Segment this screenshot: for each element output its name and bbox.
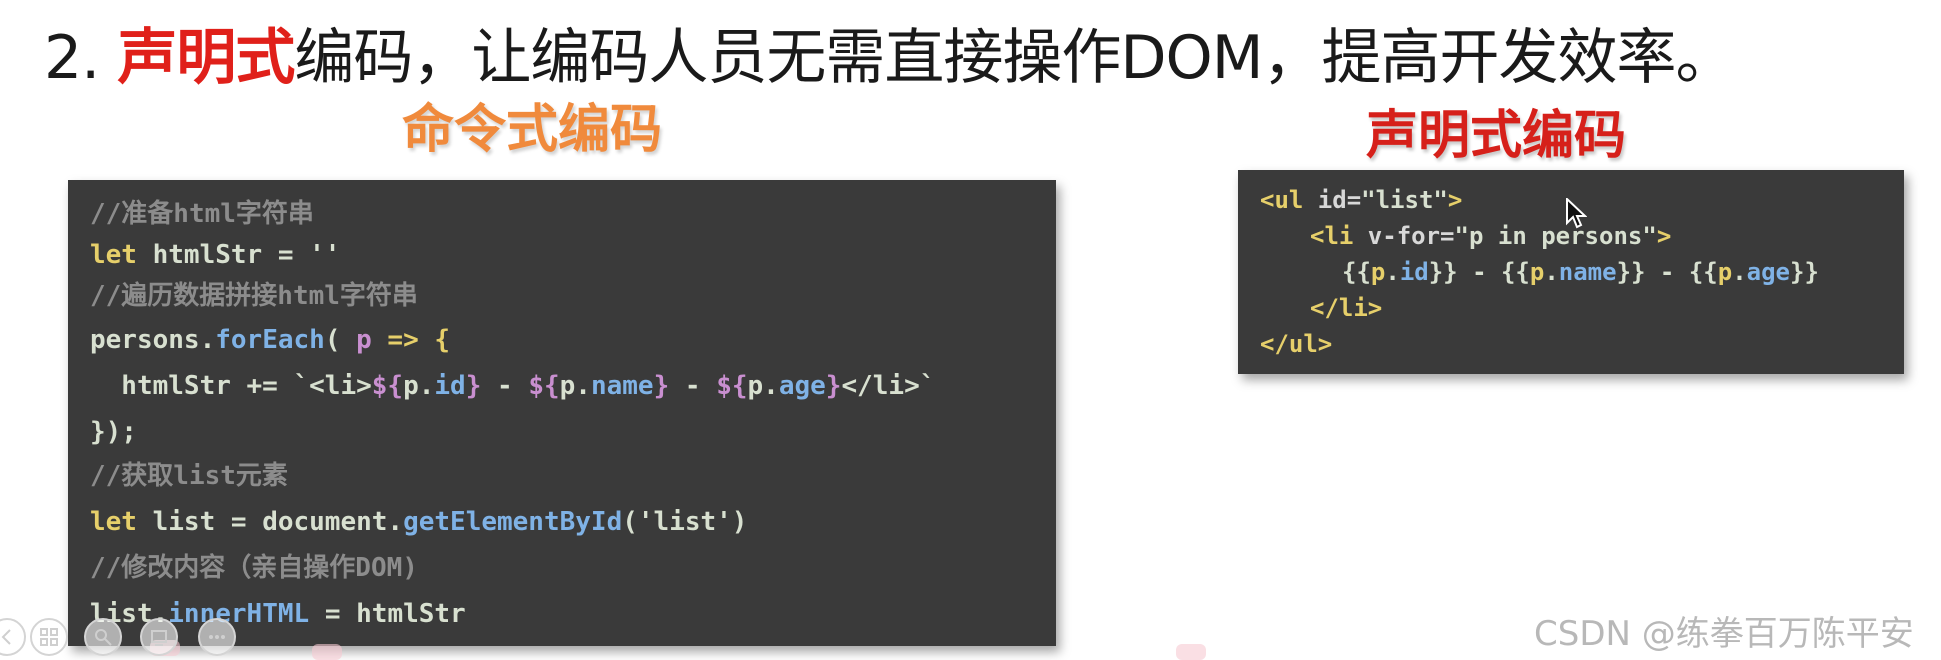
code-token: }} - {{ — [1428, 258, 1530, 286]
code-comment: //准备html字符串 — [90, 199, 314, 229]
code-token: } — [825, 371, 842, 401]
imperative-subtitle: 命令式编码 — [402, 100, 663, 160]
code-token: p — [356, 325, 372, 355]
code-line: let htmlStr = '' — [90, 235, 340, 275]
code-line: {{p.id}} - {{p.name}} - {{p.age}} — [1342, 254, 1819, 290]
code-token: . — [1732, 258, 1747, 286]
code-token: p. — [559, 371, 591, 401]
grid-icon[interactable] — [30, 618, 68, 656]
code-token: innerHTML — [168, 599, 310, 629]
code-token: age — [1746, 258, 1790, 286]
code-token: name — [590, 371, 654, 401]
code-token: </li>` — [841, 371, 936, 401]
slides-icon[interactable] — [140, 618, 178, 656]
code-token: - — [481, 371, 529, 401]
code-token: } — [653, 371, 670, 401]
declarative-subtitle: 声明式编码 — [1366, 106, 1627, 166]
code-token: . — [1385, 258, 1400, 286]
csdn-watermark: CSDN @练拳百万陈平安 — [1534, 614, 1914, 654]
more-icon[interactable] — [198, 618, 236, 656]
code-token: p. — [747, 371, 779, 401]
code-token: }} - {{ — [1616, 258, 1718, 286]
code-token: ${ — [528, 371, 560, 401]
code-token: - — [669, 371, 717, 401]
zoom-icon[interactable] — [84, 618, 122, 656]
code-line: htmlStr += `<li>${p.id} - ${p.name} - ${… — [90, 366, 935, 406]
mouse-pointer-icon — [1566, 198, 1587, 229]
heading-rest: 编码，让编码人员无需直接操作DOM，提高开发效率。 — [294, 23, 1735, 93]
code-token: persons. — [90, 325, 216, 355]
code-token: "p in persons" — [1454, 222, 1657, 250]
code-token: htmlStr += `<li> — [90, 371, 372, 401]
code-line: <li v-for="p in persons"> — [1310, 218, 1671, 254]
code-token: {{ — [1342, 258, 1371, 286]
code-token: forEach — [215, 325, 325, 355]
code-comment: //获取list元素 — [90, 461, 288, 491]
previous-icon[interactable] — [0, 618, 26, 656]
code-token: > — [1447, 186, 1463, 214]
code-comment: //修改内容（亲自操作DOM) — [90, 553, 418, 583]
code-token: ('list') — [622, 507, 748, 537]
code-token: age — [778, 371, 826, 401]
code-token: <li — [1310, 222, 1354, 250]
code-comment: //遍历数据拼接html字符串 — [90, 281, 418, 311]
code-token: }} — [1790, 258, 1819, 286]
code-token: id — [1399, 258, 1429, 286]
decorative-mark — [1176, 644, 1206, 660]
heading-highlight: 声明式 — [117, 23, 295, 93]
code-token: => { — [371, 325, 451, 355]
code-line: persons.forEach( p => { — [90, 320, 450, 360]
code-line: <ul id="list"> — [1260, 182, 1462, 218]
code-token: <ul — [1260, 186, 1304, 214]
code-line: }); — [90, 417, 137, 447]
code-line: let list = document.getElementById('list… — [90, 502, 747, 542]
code-token: name — [1558, 258, 1617, 286]
decorative-mark — [312, 644, 342, 660]
code-token: ${ — [716, 371, 748, 401]
code-token: let — [90, 507, 137, 537]
code-token: p. — [403, 371, 435, 401]
code-token: id= — [1303, 186, 1362, 214]
code-token: = htmlStr — [309, 599, 466, 629]
code-token: list = document. — [136, 507, 404, 537]
imperative-code-block: //准备html字符串 let htmlStr = '' //遍历数据拼接htm… — [68, 180, 1056, 646]
code-token: . — [1544, 258, 1559, 286]
code-line: </ul> — [1260, 330, 1333, 358]
code-token: p — [1717, 258, 1733, 286]
code-token: ( — [324, 325, 357, 355]
code-token: ${ — [371, 371, 404, 401]
code-token: getElementById — [403, 507, 623, 537]
code-token: v-for= — [1353, 222, 1455, 250]
code-token: "list" — [1361, 186, 1448, 214]
heading-prefix: 2. — [44, 23, 118, 93]
code-token: id — [434, 371, 466, 401]
code-token: p — [1529, 258, 1545, 286]
code-token: let — [90, 240, 137, 270]
code-token: } — [465, 371, 482, 401]
code-token: htmlStr = '' — [136, 240, 341, 270]
code-token: > — [1656, 222, 1672, 250]
code-line: list.innerHTML = htmlStr — [90, 594, 466, 634]
code-line: </li> — [1310, 294, 1383, 322]
code-token: p — [1370, 258, 1386, 286]
page-heading: 2. 声明式编码，让编码人员无需直接操作DOM，提高开发效率。 — [44, 18, 1736, 98]
